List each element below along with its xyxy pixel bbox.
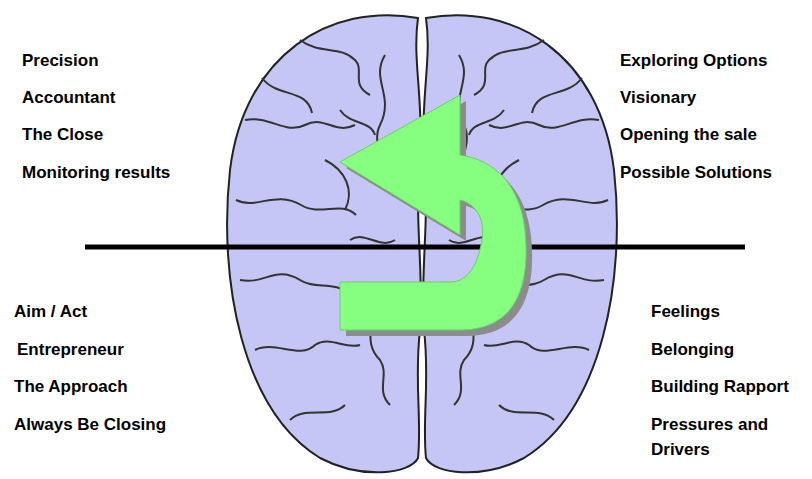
curved-arrow [340, 95, 526, 330]
quadrant-label: Precision [22, 48, 99, 73]
divider-line [85, 245, 745, 250]
left-hemisphere [227, 15, 421, 472]
brain [227, 15, 617, 472]
quadrant-label: Monitoring results [22, 160, 170, 185]
quadrant-label: Entrepreneur [17, 337, 124, 362]
quadrant-label: Aim / Act [14, 299, 87, 324]
quadrant-label: Belonging [651, 337, 734, 362]
quadrant-label: The Close [22, 122, 103, 147]
quadrant-label: Opening the sale [620, 122, 757, 147]
quadrant-label: Visionary [620, 85, 696, 110]
quadrant-label: Exploring Options [620, 48, 767, 73]
quadrant-label: Accountant [22, 85, 116, 110]
quadrant-label: Building Rapport [651, 374, 789, 399]
brain-folds [236, 40, 395, 420]
quadrant-label: Feelings [651, 299, 720, 324]
quadrant-label: Always Be Closing [14, 412, 166, 437]
quadrant-label: Pressures and Drivers [651, 412, 791, 462]
quadrant-label: The Approach [14, 374, 128, 399]
quadrant-label: Possible Solutions [620, 160, 772, 185]
